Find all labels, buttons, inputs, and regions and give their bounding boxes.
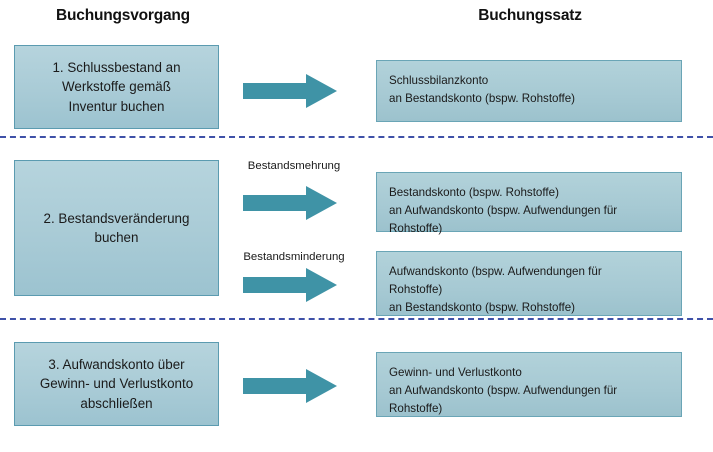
right-arrow-icon — [243, 186, 337, 220]
entry-box-step-1: Schlussbilanzkonto an Bestandskonto (bsp… — [376, 60, 682, 122]
right-arrow-icon-2 — [243, 186, 337, 220]
entry-box-step-2-minderung: Aufwandskonto (bspw. Aufwendungen für Ro… — [376, 251, 682, 316]
right-arrow-icon — [243, 369, 337, 403]
right-arrow-icon-4 — [243, 369, 337, 403]
section-divider-2 — [0, 318, 713, 320]
process-box-step-3-label: 3. Aufwandskonto über Gewinn- und Verlus… — [39, 357, 194, 411]
arrow-label-bestandsmehrung: Bestandsmehrung — [247, 160, 341, 172]
process-box-step-2-label: 2. Bestandsveränderung buchen — [43, 210, 190, 245]
right-arrow-icon — [243, 74, 337, 108]
process-box-step-1-label: 1. Schlussbestand an Werkstoffe gemäß In… — [52, 60, 181, 114]
column-header-buchungssatz: Buchungssatz — [478, 7, 582, 24]
process-box-step-1: 1. Schlussbestand an Werkstoffe gemäß In… — [14, 45, 219, 129]
process-box-step-3: 3. Aufwandskonto über Gewinn- und Verlus… — [14, 342, 219, 426]
right-arrow-icon-3 — [243, 268, 337, 302]
entry-box-step-3: Gewinn- und Verlustkonto an Aufwandskont… — [376, 352, 682, 417]
right-arrow-icon-1 — [243, 74, 337, 108]
arrow-label-bestandsminderung: Bestandsminderung — [243, 251, 345, 263]
entry-box-step-3-text: Gewinn- und Verlustkonto an Aufwandskont… — [389, 366, 618, 415]
entry-box-step-2-minderung-text: Aufwandskonto (bspw. Aufwendungen für Ro… — [389, 265, 602, 314]
column-header-buchungsvorgang: Buchungsvorgang — [56, 7, 190, 24]
entry-box-step-2-mehrung: Bestandskonto (bspw. Rohstoffe) an Aufwa… — [376, 172, 682, 235]
section-divider-1 — [0, 136, 713, 138]
process-box-step-2: 2. Bestandsveränderung buchen — [14, 160, 219, 296]
entry-box-step-1-text: Schlussbilanzkonto an Bestandskonto (bsp… — [389, 74, 576, 105]
right-arrow-icon — [243, 268, 337, 302]
entry-box-step-2-mehrung-text: Bestandskonto (bspw. Rohstoffe) an Aufwa… — [389, 186, 618, 235]
